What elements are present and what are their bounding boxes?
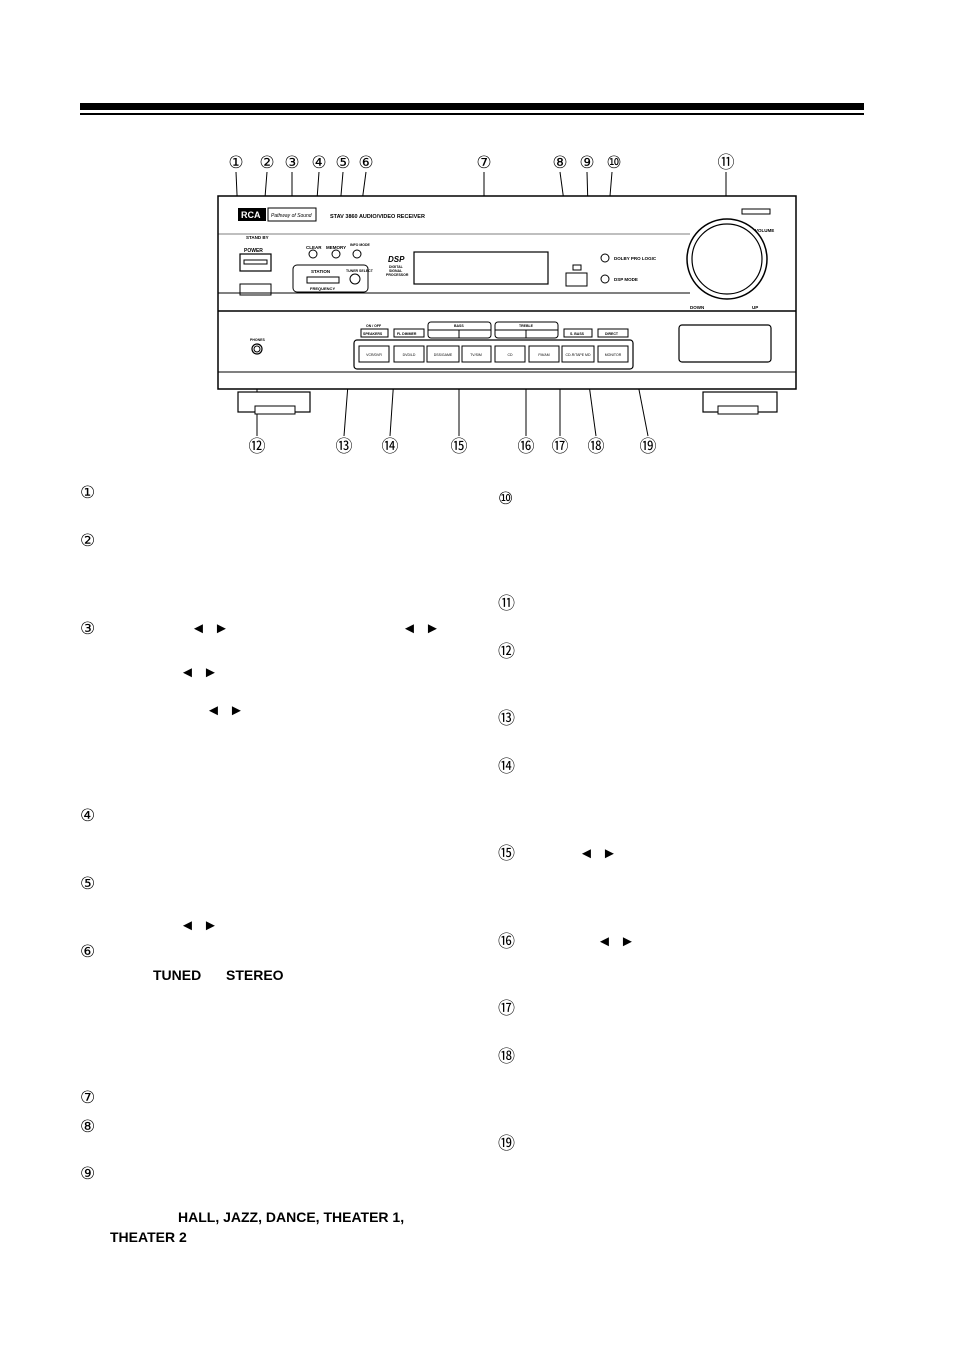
rca-logo [238, 207, 317, 222]
callout-8: ⑧ [552, 153, 567, 172]
input-dss-game-label: DSS/GAME [434, 353, 453, 357]
up-label: UP [752, 305, 758, 310]
legend-num-14: ⑭ [498, 757, 515, 776]
callout-10: ⑩ [606, 153, 621, 172]
dsp-sub-label-2: SIGNAL [389, 269, 403, 273]
dolby-label: DOLBY PRO LOGIC [614, 256, 657, 261]
dsp-sub-label-3: PROCESSOR [386, 273, 409, 277]
dsp-label: DSP [388, 255, 405, 264]
header-rule-thick [80, 103, 864, 110]
memory-label: MEMORY [326, 245, 346, 250]
input-dvd-ld-label: DVD/LD [403, 353, 416, 357]
arrow-left-right-icon: ◄ ► [597, 933, 637, 950]
stereo-indicator-text: STEREO [226, 967, 284, 983]
power-label: POWER [244, 248, 263, 254]
clear-label: CLEAR [306, 245, 322, 250]
callout-3: ③ [284, 153, 299, 172]
callout-19: ⑲ [640, 437, 657, 456]
standby-label: STAND BY [246, 235, 269, 240]
callout-12: ⑫ [249, 437, 266, 456]
tuner-select-label: TUNER SELECT [346, 269, 374, 273]
arrow-left-right-icon: ◄ ► [191, 620, 231, 637]
legend-num-4: ④ [80, 806, 96, 825]
legend-num-5: ⑤ [80, 874, 96, 893]
tagline-label: Pathway of Sound [271, 213, 312, 219]
input-monitor-label: MONITOR [605, 353, 622, 357]
s-bass-label: S. BASS [570, 332, 585, 336]
fl-dimmer-label: FL DIMMER [397, 332, 417, 336]
arrow-left-right-icon: ◄ ► [180, 664, 220, 681]
callout-2: ② [259, 153, 274, 172]
legend-num-16: ⑯ [498, 932, 515, 951]
legend-num-10: ⑩ [498, 489, 514, 508]
phones-label: PHONES [250, 338, 265, 342]
callout-11: ⑪ [718, 153, 735, 172]
legend-num-15: ⑮ [498, 844, 515, 863]
front-panel-diagram: ① ② ③ ④ ⑤ ⑥ ⑦ ⑧ ⑨ ⑩ ⑪ ⑫ ⑬ ⑭ ⑮ ⑯ ⑰ ⑱ ⑲ RC… [217, 153, 797, 456]
input-fm-am-label: FM/AM [538, 353, 549, 357]
legend-num-11: ⑪ [498, 594, 515, 613]
legend-num-2: ② [80, 531, 96, 550]
station-label: STATION [311, 269, 330, 274]
callout-17: ⑰ [552, 437, 569, 456]
bass-label: BASS [454, 324, 464, 328]
dsp-mode-label: DSP MODE [614, 277, 638, 282]
direct-label: DIRECT [605, 332, 619, 336]
arrow-left-right-icon: ◄ ► [206, 702, 246, 719]
callout-9: ⑨ [579, 153, 594, 172]
input-cd-label: CD [507, 353, 513, 357]
brand-label: RCA [241, 210, 261, 220]
tuned-indicator-text: TUNED [153, 967, 202, 983]
dsp-sub-label-1: DIGITAL [389, 265, 404, 269]
legend-num-9: ⑨ [80, 1164, 96, 1183]
callout-7: ⑦ [476, 153, 491, 172]
legend-num-18: ⑱ [498, 1047, 515, 1066]
on-off-label: ON / OFF [366, 324, 382, 328]
legend-num-17: ⑰ [498, 999, 515, 1018]
header-rule-thin [80, 113, 864, 115]
frequency-label: FREQUENCY [310, 286, 335, 291]
legend-num-6: ⑥ [80, 942, 96, 961]
dsp-modes-text-1: HALL, JAZZ, DANCE, THEATER 1, [178, 1209, 405, 1225]
callout-16: ⑯ [518, 437, 535, 456]
legend-num-12: ⑫ [498, 642, 515, 661]
legend-num-7: ⑦ [80, 1088, 96, 1107]
volume-label: VOLUME [755, 228, 774, 233]
model-label: STAV 3860 AUDIO/VIDEO RECEIVER [330, 214, 425, 220]
arrow-left-right-icon: ◄ ► [402, 620, 442, 637]
callout-18: ⑱ [588, 437, 605, 456]
legend-num-3: ③ [80, 619, 96, 638]
input-vcr-dvr-label: VCR/DVR [366, 353, 382, 357]
legend-num-19: ⑲ [498, 1134, 515, 1153]
callout-5: ⑤ [335, 153, 350, 172]
callout-1: ① [228, 153, 243, 172]
input-tv-sim-label: TV/SIM [470, 353, 482, 357]
callout-4: ④ [311, 153, 326, 172]
speakers-label: SPEAKERS [363, 332, 383, 336]
input-cdr-tape-label: CD-R/TAPE MD [565, 353, 590, 357]
legend-num-1: ① [80, 483, 96, 502]
legend-num-8: ⑧ [80, 1117, 96, 1136]
treble-label: TREBLE [519, 324, 534, 328]
callout-13: ⑬ [336, 437, 353, 456]
callout-15: ⑮ [451, 437, 468, 456]
arrow-left-right-icon: ◄ ► [579, 845, 619, 862]
info-mode-label: INFO MODE [350, 243, 370, 247]
callout-6: ⑥ [358, 153, 373, 172]
legend-num-13: ⑬ [498, 709, 515, 728]
arrow-left-right-icon: ◄ ► [180, 917, 220, 934]
callout-14: ⑭ [382, 437, 399, 456]
dsp-modes-text-2: THEATER 2 [110, 1229, 187, 1245]
down-label: DOWN [690, 305, 704, 310]
